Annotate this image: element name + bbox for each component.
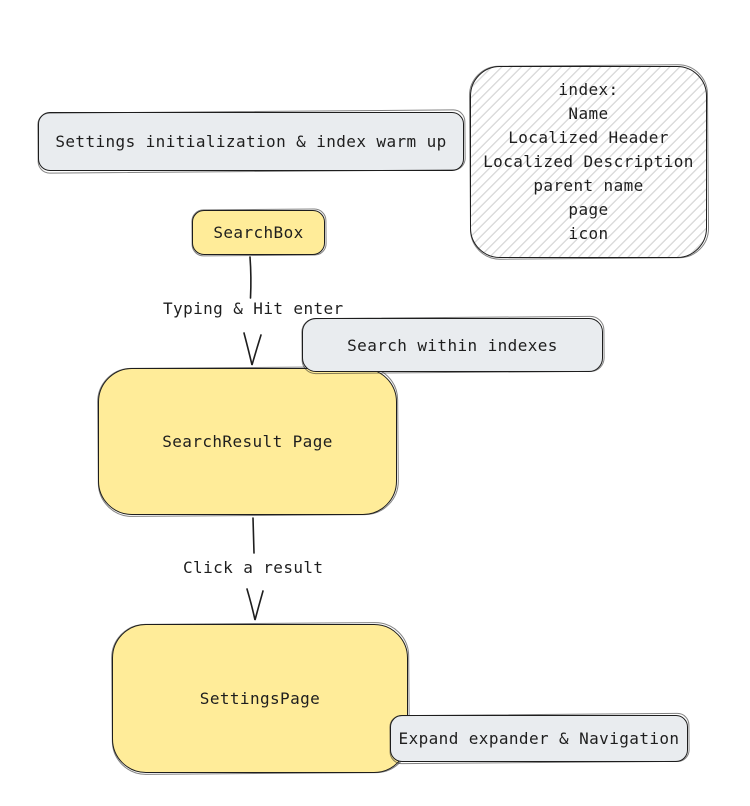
index-field: Localized Header [508,128,669,147]
node-label: SearchResult Page [162,432,333,451]
node-label: Search within indexes [347,335,558,355]
node-settingspage: SettingsPage [112,624,408,773]
index-field: parent name [533,176,644,195]
node-search-within-indexes: Search within indexes [302,318,603,372]
index-field: icon [568,224,609,243]
edge-label-click-a-result: Click a result [183,558,324,577]
node-label: SettingsPage [199,689,321,708]
node-index-fields: index: Name Localized Header Localized D… [470,66,707,258]
node-searchbox: SearchBox [192,210,325,255]
index-field: page [568,200,609,219]
node-searchresult-page: SearchResult Page [98,368,397,515]
index-title: index: [558,80,619,99]
edge-label-typing-hit-enter: Typing & Hit enter [163,299,344,318]
index-field: Localized Description [483,152,694,171]
node-expand-expander-navigation: Expand expander & Navigation [390,715,688,762]
node-settings-initialization: Settings initialization & index warm up [38,112,464,171]
node-label: SearchBox [213,223,304,242]
node-label: Settings initialization & index warm up [55,132,447,151]
index-field: Name [568,104,609,123]
node-label: Expand expander & Navigation [398,729,680,748]
